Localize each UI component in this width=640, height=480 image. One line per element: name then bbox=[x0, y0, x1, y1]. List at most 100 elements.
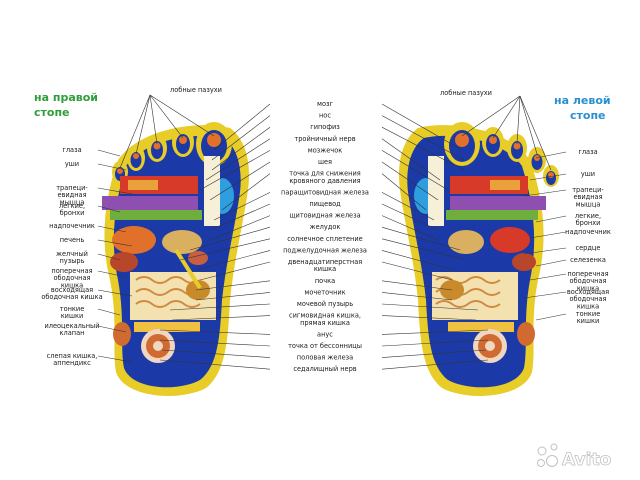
right-side-leader-11 bbox=[97, 355, 133, 363]
center-leader-right-2 bbox=[211, 126, 271, 171]
center-label-17: сигмовидная кишка,прямая кишка bbox=[289, 312, 361, 327]
center-label-0: мозг bbox=[317, 100, 334, 108]
center-leader-left-14 bbox=[381, 280, 453, 291]
right-side-leader-7 bbox=[97, 270, 127, 278]
center-leader-right-0 bbox=[213, 103, 271, 151]
right-side-leader-2 bbox=[97, 187, 133, 195]
center-leader-right-9 bbox=[209, 215, 271, 241]
center-leader-left-16 bbox=[381, 303, 479, 311]
center-label-7: паращитовидная железа bbox=[281, 188, 369, 196]
center-leader-right-17 bbox=[171, 315, 271, 321]
center-leader-left-5 bbox=[381, 161, 439, 201]
center-leader-left-12 bbox=[381, 250, 455, 271]
center-label-16: мочевой пузырь bbox=[297, 300, 353, 308]
center-leader-right-7 bbox=[213, 192, 271, 221]
center-label-11: солнечное сплетение bbox=[287, 235, 362, 243]
center-label-4: мозжечок bbox=[308, 146, 342, 154]
left-side-leader-5 bbox=[523, 247, 567, 255]
center-leader-left-1 bbox=[381, 115, 465, 161]
right-foot-zones bbox=[102, 156, 234, 363]
left-side-label-6: селезенка bbox=[570, 256, 606, 264]
center-leader-right-6 bbox=[221, 173, 271, 211]
left-side-leader-2 bbox=[523, 189, 567, 197]
left-side-label-0: глаза bbox=[578, 148, 597, 156]
center-leader-left-0 bbox=[381, 103, 463, 151]
center-label-15: мочеточник bbox=[304, 288, 345, 296]
right-foot bbox=[102, 122, 250, 396]
right-side-leader-8 bbox=[97, 289, 133, 297]
left-frontal-sinuses-leaders bbox=[461, 95, 552, 171]
center-leader-left-7 bbox=[381, 192, 435, 221]
center-label-19: точка от бессонницы bbox=[288, 342, 362, 350]
right-side-label-11: слепая кишка,аппендикс bbox=[47, 352, 98, 367]
center-label-20: половая железа bbox=[297, 354, 353, 362]
left-side-leader-7 bbox=[529, 273, 567, 281]
left-side-label-3: легкие,бронхи bbox=[575, 212, 601, 227]
center-leader-right-13 bbox=[199, 261, 271, 281]
left-side-leader-6 bbox=[535, 259, 567, 267]
right-side-label-1: уши bbox=[65, 160, 79, 168]
center-leader-right-5 bbox=[209, 161, 271, 201]
center-leader-left-17 bbox=[381, 315, 477, 321]
left-foot-zones bbox=[414, 156, 546, 363]
right-side-leader-9 bbox=[97, 308, 121, 316]
left-side-leader-9 bbox=[535, 313, 567, 321]
right-side-leader-1 bbox=[97, 163, 127, 171]
center-leader-right-11 bbox=[179, 238, 271, 261]
center-leader-right-20 bbox=[161, 349, 271, 358]
center-leader-right-3 bbox=[205, 138, 271, 181]
right-side-leader-5 bbox=[97, 239, 133, 247]
center-leader-left-15 bbox=[381, 292, 453, 301]
center-leader-right-15 bbox=[195, 292, 271, 301]
left-side-leader-8 bbox=[523, 291, 567, 299]
center-leader-left-13 bbox=[381, 261, 453, 281]
left-side-label-5: сердце bbox=[576, 244, 601, 252]
center-label-1: нос bbox=[319, 112, 331, 120]
center-leader-left-19 bbox=[381, 339, 489, 347]
right-foot-toes bbox=[112, 122, 232, 183]
right-side-leader-10 bbox=[97, 325, 127, 333]
center-leader-left-6 bbox=[381, 173, 427, 211]
center-leader-right-12 bbox=[195, 250, 271, 271]
center-leader-left-9 bbox=[381, 215, 439, 241]
center-leader-left-18 bbox=[381, 329, 489, 335]
right-frontal-sinuses-leaders bbox=[119, 94, 215, 169]
center-label-3: тройничный нерв bbox=[294, 135, 355, 143]
center-leader-left-4 bbox=[381, 150, 449, 191]
center-label-10: желудок bbox=[310, 223, 341, 231]
avito-watermark: Avito bbox=[537, 443, 612, 470]
center-label-9: щитовидная железа bbox=[289, 212, 360, 220]
center-leader-right-18 bbox=[159, 329, 271, 335]
center-label-12: поджелудочная железа bbox=[283, 246, 367, 254]
left-frontal-sinuses-label: лобные пазухи bbox=[440, 89, 492, 97]
left-foot-toes bbox=[444, 122, 559, 187]
left-side-leader-3 bbox=[535, 215, 567, 223]
right-side-leader-3 bbox=[97, 205, 121, 213]
center-leader-right-19 bbox=[159, 339, 271, 347]
center-leader-right-10 bbox=[189, 226, 271, 251]
left-side-leader-1 bbox=[529, 173, 567, 181]
left-foot-heading-line2: стопе bbox=[570, 109, 606, 122]
left-side-label-1: уши bbox=[581, 170, 595, 178]
right-side-leader-4 bbox=[97, 225, 127, 233]
center-leader-right-4 bbox=[199, 150, 271, 191]
center-label-5: шея bbox=[318, 158, 332, 166]
center-label-8: пищевод bbox=[309, 200, 341, 208]
center-leader-right-8 bbox=[209, 203, 271, 231]
